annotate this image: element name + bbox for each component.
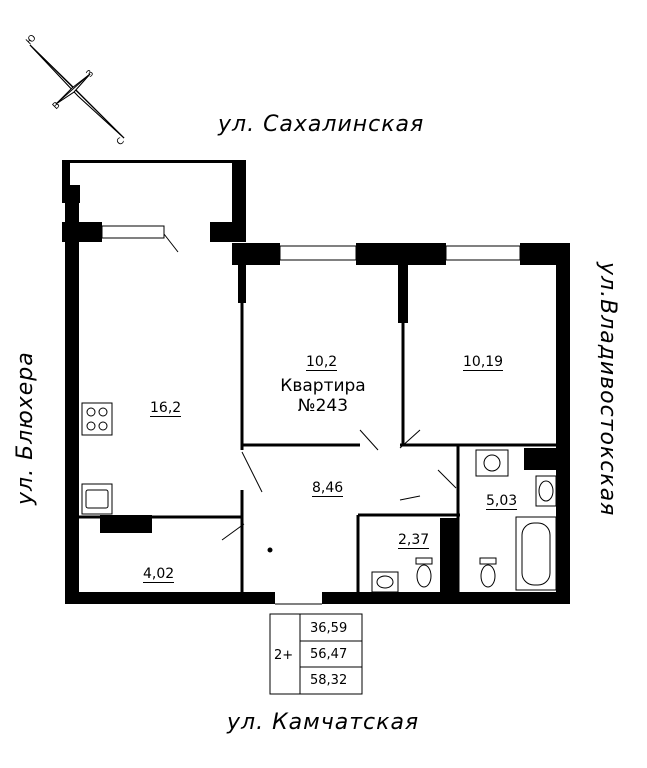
area-summary: 2+ 36,59 56,47 58,32 xyxy=(270,614,362,694)
room-area-hall: 8,46 xyxy=(312,480,344,497)
summary-total-with-balcony: 58,32 xyxy=(310,673,348,688)
apartment-title: Квартира xyxy=(280,376,366,396)
room-area-storage: 4,02 xyxy=(143,566,175,583)
summary-living-area: 36,59 xyxy=(310,621,348,636)
summary-rooms-count: 2+ xyxy=(274,648,294,663)
street-bottom: ул. Камчатская xyxy=(227,710,420,735)
street-top: ул. Сахалинская xyxy=(218,112,425,137)
street-right: ул.Владивостокская xyxy=(595,262,620,517)
room-area-kitchen: 16,2 xyxy=(150,400,182,417)
room-area-bedroom2: 10,19 xyxy=(463,354,504,371)
street-left: ул. Блюхера xyxy=(13,351,38,505)
windows xyxy=(101,225,521,261)
walls xyxy=(62,160,570,604)
summary-total-area: 56,47 xyxy=(310,647,348,662)
fixtures xyxy=(81,402,557,593)
room-area-bedroom1: 10,2 xyxy=(306,354,338,371)
summary-table xyxy=(269,613,363,695)
compass-icon xyxy=(29,44,125,139)
doors xyxy=(163,233,457,605)
room-area-wc: 2,37 xyxy=(398,532,430,549)
apartment-number: №243 xyxy=(297,396,349,416)
interior-walls xyxy=(79,300,556,592)
room-area-bath: 5,03 xyxy=(486,493,518,510)
